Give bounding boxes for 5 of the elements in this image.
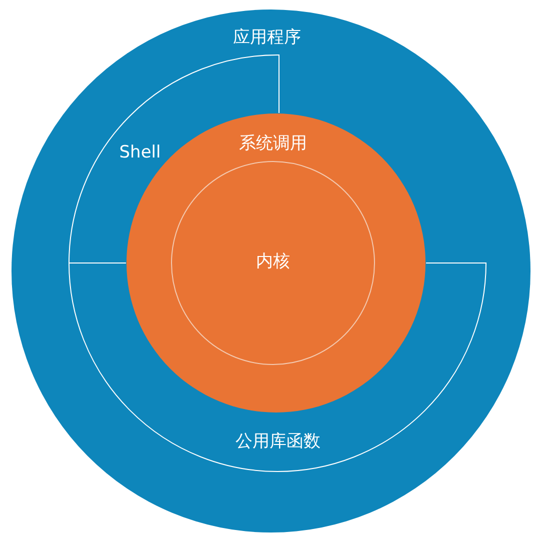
layer-label: 内核	[256, 254, 290, 270]
layer-label: 系统调用	[239, 136, 307, 152]
layer-label: 公用库函数	[236, 434, 320, 450]
layer-label: Shell	[119, 144, 161, 162]
layer-label: 应用程序	[233, 30, 301, 46]
